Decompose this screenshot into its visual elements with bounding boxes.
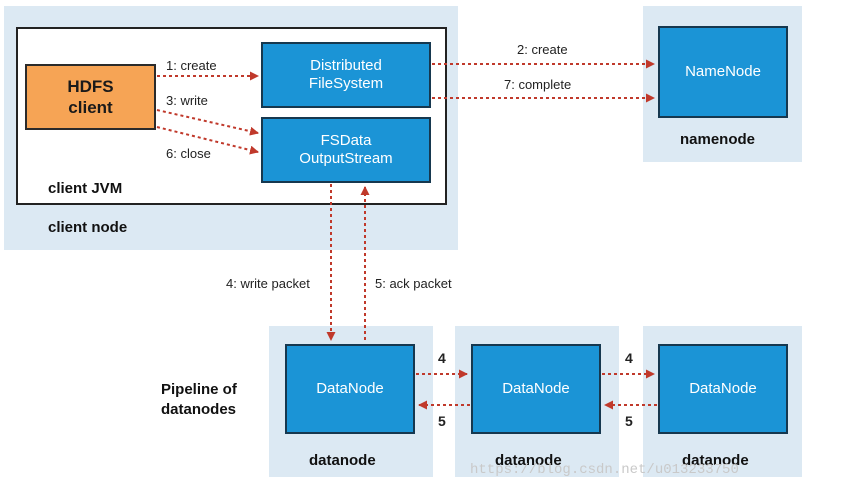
- fsdos-line2: OutputStream: [299, 150, 393, 167]
- label-back-2: 5: [625, 413, 633, 429]
- distributed-filesystem-box: Distributed FileSystem: [261, 42, 431, 108]
- datanode-box-1: DataNode: [285, 344, 415, 434]
- client-jvm-label: client JVM: [48, 180, 123, 197]
- label-create-1: 1: create: [166, 58, 217, 73]
- namenode-box: NameNode: [658, 26, 788, 118]
- datanode-box-label-3: DataNode: [689, 380, 757, 397]
- arrow-write-3: [156, 109, 259, 136]
- watermark: https://blog.csdn.net/u013233750: [470, 462, 739, 478]
- label-complete-7: 7: complete: [504, 77, 572, 92]
- label-forward-2: 4: [625, 350, 633, 366]
- label-back-1: 5: [438, 413, 446, 429]
- namenode-label: namenode: [680, 131, 756, 148]
- client-node-label: client node: [48, 219, 128, 236]
- label-close-6: 6: close: [166, 146, 211, 161]
- datanode-label-3: datanode: [682, 452, 749, 469]
- datanode-label-2: datanode: [495, 452, 562, 469]
- arrow-close-6: [156, 126, 259, 155]
- datanode-label-1: datanode: [309, 452, 376, 469]
- hdfs-client-line2: client: [68, 98, 113, 117]
- fsdata-outputstream-box: FSData OutputStream: [261, 117, 431, 183]
- datanode-box-label-2: DataNode: [502, 380, 570, 397]
- datanode-box-label-1: DataNode: [316, 380, 384, 397]
- dfs-line1: Distributed: [310, 57, 382, 74]
- hdfs-client-line1: HDFS: [67, 77, 114, 96]
- hdfs-client-box: HDFS client: [25, 64, 156, 130]
- label-forward-1: 4: [438, 350, 446, 366]
- datanode-box-3: DataNode: [658, 344, 788, 434]
- label-ack-packet: 5: ack packet: [375, 276, 452, 291]
- label-write-packet: 4: write packet: [226, 276, 310, 291]
- dfs-line2: FileSystem: [308, 75, 384, 92]
- pipeline-label-line2: datanodes: [161, 401, 237, 418]
- pipeline-label-line1: Pipeline of: [161, 381, 237, 398]
- label-create-2: 2: create: [517, 42, 568, 57]
- fsdos-line1: FSData: [320, 132, 372, 149]
- label-write-3: 3: write: [166, 93, 208, 108]
- datanode-box-2: DataNode: [471, 344, 601, 434]
- namenode-box-label: NameNode: [685, 63, 761, 80]
